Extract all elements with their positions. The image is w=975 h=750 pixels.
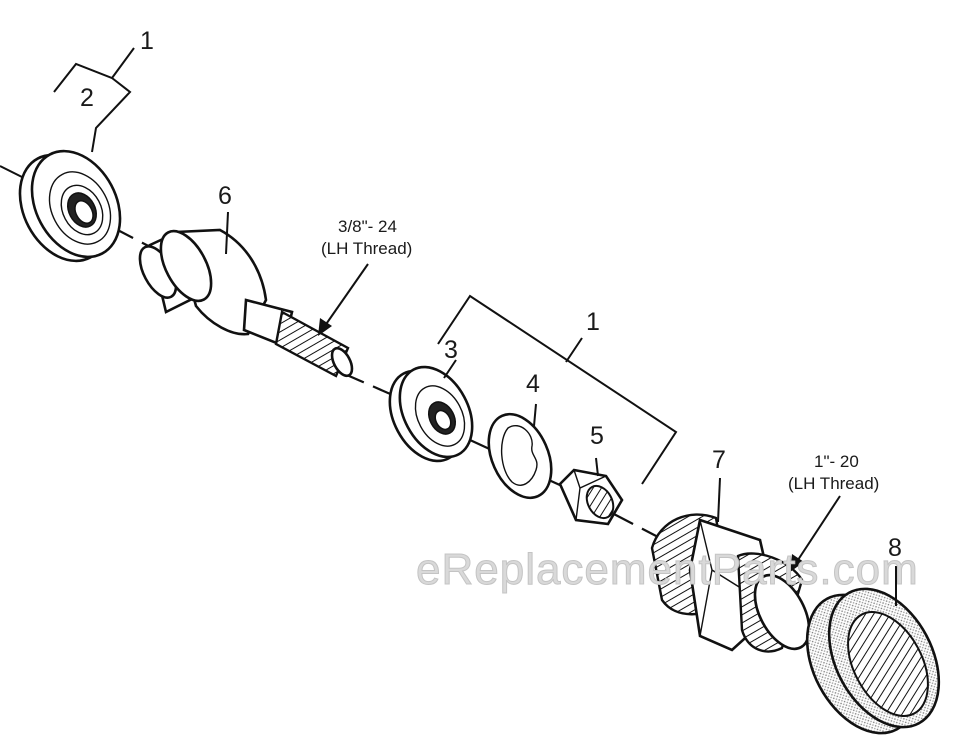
callout-1-mid: 1 xyxy=(586,308,600,336)
housing-thread-size-note: 1"- 20 xyxy=(814,452,859,471)
cap-part-8 xyxy=(805,587,941,735)
watermark-text: eReplacementParts.com xyxy=(416,545,919,594)
leader-lines xyxy=(53,47,897,606)
shaft-thread-size-note: 3/8"- 24 xyxy=(338,217,397,236)
callout-8: 8 xyxy=(888,534,902,562)
bearing-part-2 xyxy=(18,149,122,263)
hex-nut-part-5 xyxy=(558,468,624,526)
shaft-part-6 xyxy=(138,228,354,378)
callout-4: 4 xyxy=(526,370,540,398)
housing-thread-type-note: (LH Thread) xyxy=(788,474,879,493)
bearing-part-3 xyxy=(388,365,474,463)
callout-5: 5 xyxy=(590,422,604,450)
callout-7: 7 xyxy=(712,446,726,474)
callout-6: 6 xyxy=(218,182,232,210)
housing-part-7 xyxy=(650,513,811,653)
callout-2: 2 xyxy=(80,84,94,112)
wave-washer-part-4 xyxy=(487,412,553,500)
shaft-thread-type-note: (LH Thread) xyxy=(321,239,412,258)
callout-1-top: 1 xyxy=(140,27,154,55)
callout-3: 3 xyxy=(444,336,458,364)
